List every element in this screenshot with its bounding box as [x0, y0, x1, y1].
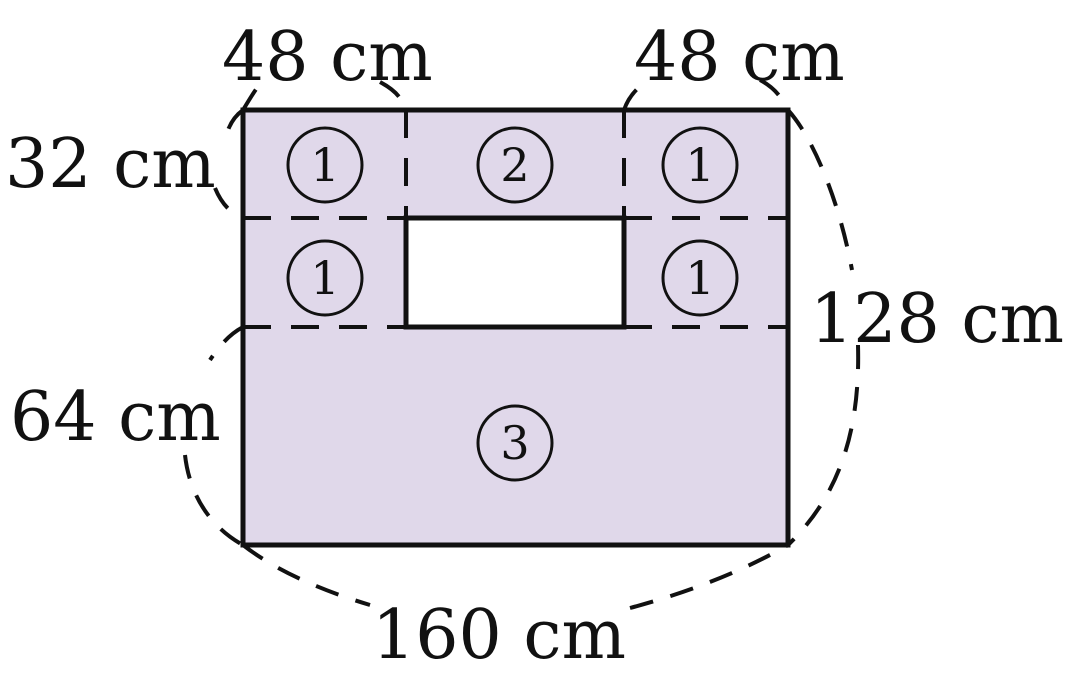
dim-label-bottom: 160 cm: [372, 596, 626, 675]
brace-right: [786, 108, 861, 547]
hole-rectangle: [403, 215, 627, 330]
dim-label-right: 128 cm: [810, 280, 1064, 359]
brace-top-left: [241, 76, 408, 112]
svg-text:1: 1: [310, 251, 339, 305]
region-marker-mid-left: 1: [286, 239, 364, 317]
dim-label-top-left: 48 cm: [222, 18, 433, 97]
region-marker-top-left: 1: [286, 126, 364, 204]
svg-text:1: 1: [685, 251, 714, 305]
brace-left-top: [213, 108, 245, 220]
svg-text:1: 1: [310, 138, 339, 192]
svg-text:3: 3: [500, 416, 529, 470]
dim-label-left-bottom: 64 cm: [10, 378, 221, 457]
region-marker-top-middle: 2: [476, 126, 554, 204]
region-marker-top-right: 1: [661, 126, 739, 204]
brace-left-bottom: [183, 325, 244, 547]
region-marker-bottom: 3: [476, 404, 554, 482]
dim-label-left-top: 32 cm: [5, 125, 216, 204]
region-marker-mid-right: 1: [661, 239, 739, 317]
brace-bottom: [241, 543, 790, 610]
dim-label-top-right: 48 cm: [634, 18, 845, 97]
brace-top-right: [622, 78, 790, 111]
svg-text:1: 1: [685, 138, 714, 192]
svg-text:2: 2: [500, 138, 529, 192]
